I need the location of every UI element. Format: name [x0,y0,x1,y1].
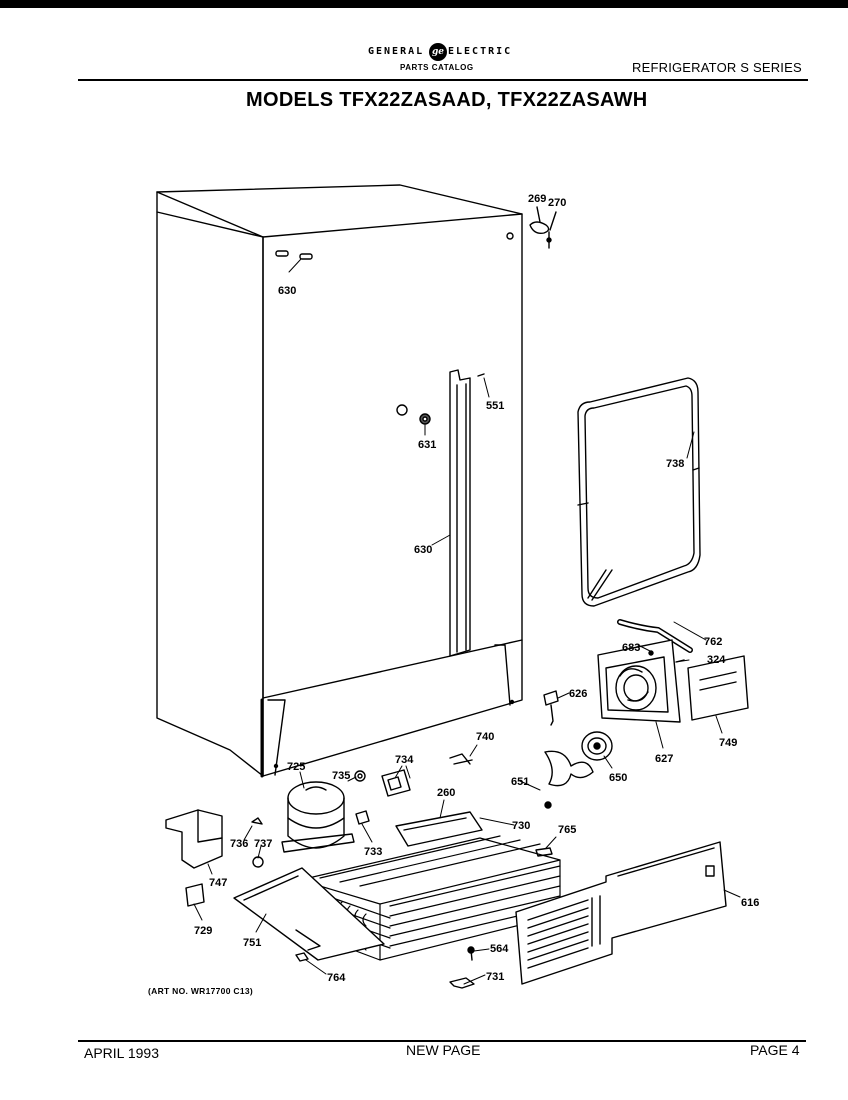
compressor-drawing [281,753,553,857]
access-cover-drawing [449,841,727,989]
callout-735: 735 [332,770,350,782]
page-title: MODELS TFX22ZASAAD, TFX22ZASAWH [246,89,648,111]
callout-324: 324 [707,654,726,666]
callout-630b: 630 [414,544,432,556]
callout-551: 551 [486,400,504,412]
door-gasket-drawing [577,377,701,607]
ge-brand-header: GENERAL ge ELECTRIC PARTS CATALOG [330,43,530,74]
callout-269: 269 [528,193,546,205]
parts-catalog-label: PARTS CATALOG [400,63,474,72]
art-number: (ART NO. WR17700 C13) [148,986,254,996]
callout-740: 740 [476,731,494,743]
callout-650: 650 [609,772,627,784]
callout-564: 564 [490,943,509,955]
callout-631: 631 [418,439,436,451]
callout-labels: 269 270 630 551 631 630 738 762 683 324 … [194,193,759,984]
callout-737: 737 [254,838,272,850]
callout-736: 736 [230,838,248,850]
callout-747: 747 [209,877,227,889]
footer-date: APRIL 1993 [84,1045,159,1061]
part-269-270-drawing [529,206,557,249]
callout-630a: 630 [278,285,296,297]
leader-lines [193,258,741,985]
callout-751: 751 [243,937,261,949]
callout-762: 762 [704,636,722,648]
callout-683: 683 [622,642,640,654]
footer-rule [78,1040,806,1042]
callout-651: 651 [511,776,529,788]
callout-626: 626 [569,688,587,700]
callout-765: 765 [558,824,576,836]
footer-page-number: PAGE 4 [750,1042,800,1058]
callout-616: 616 [741,897,759,909]
brand-right-text: ELECTRIC [448,46,513,57]
callout-730: 730 [512,820,530,832]
series-label: REFRIGERATOR S SERIES [632,60,802,75]
callout-260: 260 [437,787,455,799]
ge-logo-icon: ge [429,43,447,61]
fan-assembly-drawing [543,619,749,809]
callout-731: 731 [486,971,504,983]
base-pan-drawing [233,867,385,961]
callout-764: 764 [327,972,346,984]
callout-733: 733 [364,846,382,858]
callout-734: 734 [395,754,414,766]
callout-270: 270 [548,197,566,209]
header-rule [78,79,808,81]
brand-left-text: GENERAL [368,46,425,57]
small-parts-drawing [165,809,309,962]
callout-738: 738 [666,458,684,470]
footer-new-page: NEW PAGE [406,1042,481,1058]
callout-725: 725 [287,761,305,773]
callout-729: 729 [194,925,212,937]
callout-627: 627 [655,753,673,765]
callout-749: 749 [719,737,737,749]
cabinet-drawing [156,184,523,778]
top-border [0,0,848,8]
